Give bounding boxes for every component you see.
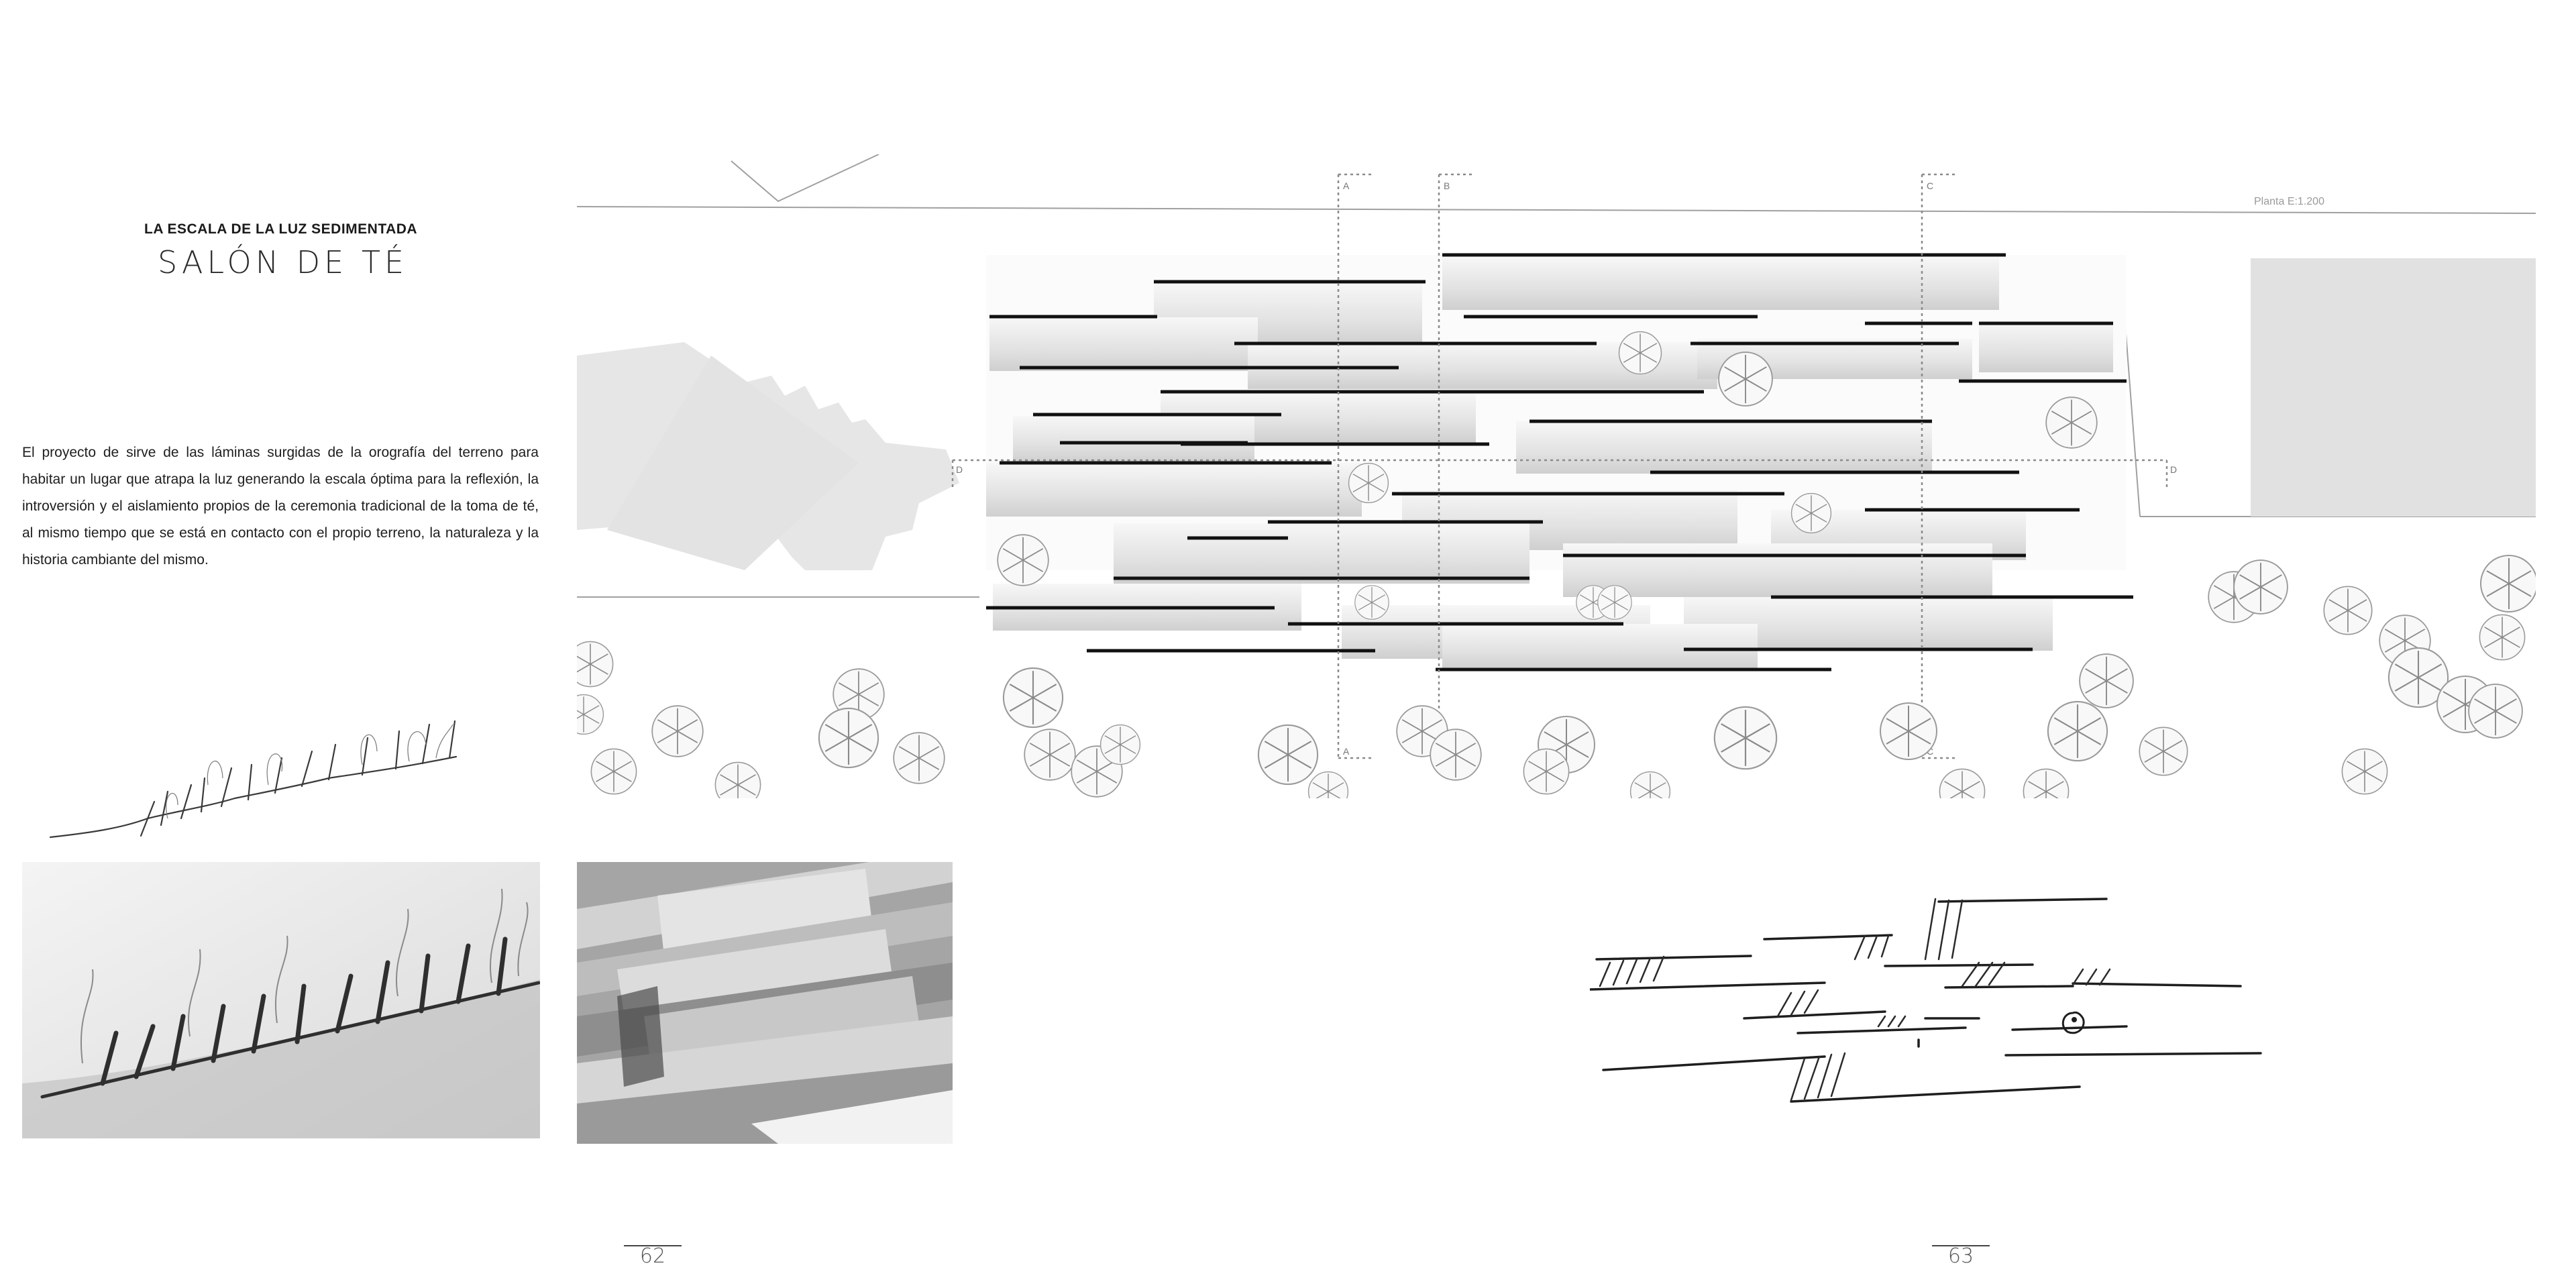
section-mark-c-top: C <box>1927 180 1933 191</box>
page-title: SALÓN DE TÉ <box>158 244 409 280</box>
section-mark-a-top: A <box>1343 180 1350 191</box>
page-rule-right <box>1932 1245 1990 1246</box>
page-rule-left <box>624 1245 682 1246</box>
page-number-left: 62 <box>639 1244 666 1268</box>
section-mark-d-right: D <box>2170 464 2177 475</box>
body-paragraph: El proyecto de sirve de las láminas surg… <box>22 445 539 568</box>
section-mark-d-left: D <box>956 464 963 475</box>
section-mark-b-top: B <box>1444 180 1450 191</box>
sketch-photo <box>22 862 540 1138</box>
section-mark-a-bottom: A <box>1343 746 1350 757</box>
page-number-right: 63 <box>1947 1244 1974 1268</box>
site-plan: Planta E:1.200 <box>563 154 2538 815</box>
section-kicker: LA ESCALA DE LA LUZ SEDIMENTADA <box>144 221 418 237</box>
concept-sketch <box>1589 885 2267 1127</box>
hillside-sketch <box>47 684 463 845</box>
section-mark-c-bottom: C <box>1927 746 1933 757</box>
plan-trees-outer <box>563 555 2538 815</box>
model-photo <box>577 862 953 1144</box>
plan-caption: Planta E:1.200 <box>2254 196 2324 207</box>
